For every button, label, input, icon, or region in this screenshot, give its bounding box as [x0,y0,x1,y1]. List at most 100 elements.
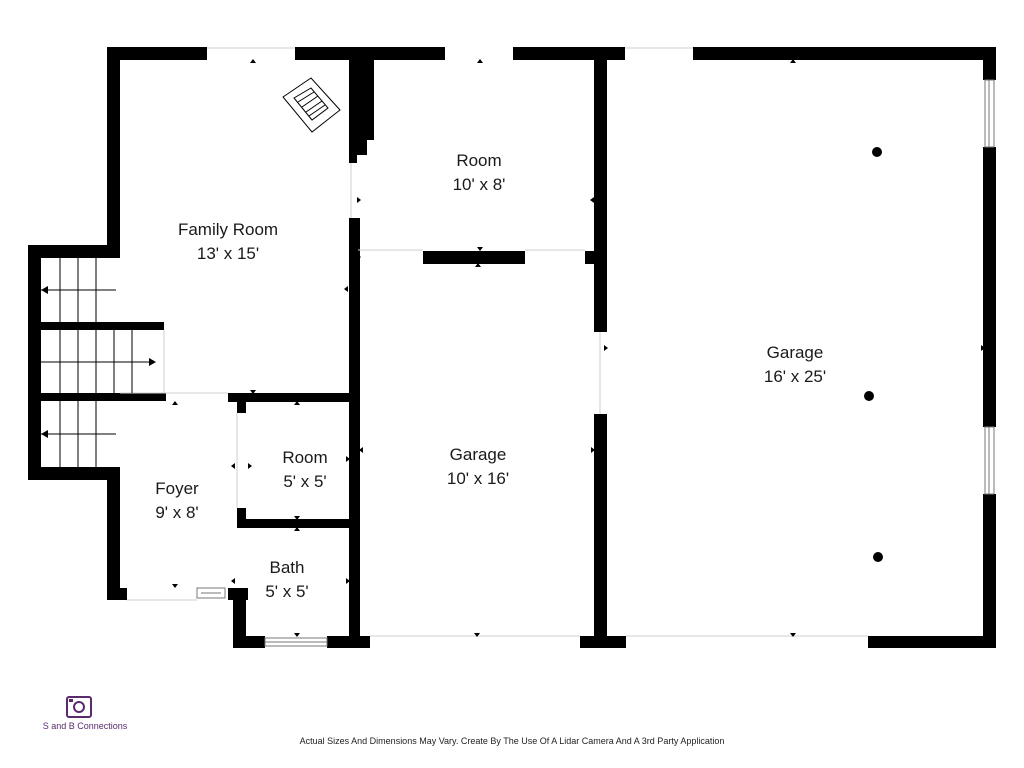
marker-icon [250,390,256,394]
posts [864,147,883,562]
room-dims-garage-large: 16' x 25' [764,367,826,386]
marker-icon [604,345,608,351]
stair-arrow-left-icon [41,286,48,294]
room-name-bath: Bath [270,558,305,577]
marker-icon [590,197,594,203]
marker-icon [357,197,361,203]
wall [28,245,120,258]
room-name-room-upper: Room [456,151,501,170]
marker-icon [359,447,363,453]
openings [196,79,995,647]
wall [594,60,607,332]
wall [228,393,358,402]
wall [107,588,127,600]
disclaimer: Actual Sizes And Dimensions May Vary. Cr… [299,736,725,746]
fireplace-icon [282,77,341,133]
wall [983,47,996,80]
marker-icon [294,516,300,520]
stair-arrow-left-icon [41,430,48,438]
wall [28,322,164,330]
marker-icon [248,463,252,469]
room-name-garage-large: Garage [767,343,824,362]
marker-icon [294,633,300,637]
wall [349,140,367,155]
wall [28,393,166,401]
room-dims-bath: 5' x 5' [265,582,308,601]
marker-icon [344,286,348,292]
post-icon [872,147,882,157]
vent [196,587,226,599]
marker-icon [474,633,480,637]
marker-icon [172,584,178,588]
wall [107,467,120,600]
opening-markers [172,59,985,637]
marker-icon [346,456,350,462]
wall [327,636,370,648]
stairs [41,258,152,467]
wall [423,251,525,264]
wall [349,60,374,140]
marker-icon [172,401,178,405]
fireplace-line [297,91,315,103]
wall [233,636,265,648]
wall [237,519,358,528]
wall [349,218,360,638]
post-icon [864,391,874,401]
marker-icon [346,578,350,584]
wall [28,467,120,480]
marker-icon [231,463,235,469]
marker-icon [294,527,300,531]
marker-icon [790,633,796,637]
walls [28,47,996,648]
brand-name: S and B Connections [42,721,128,731]
camera-lens [73,701,85,713]
wall [868,636,996,648]
marker-icon [357,254,361,260]
stair-arrow-right-icon [149,358,156,366]
marker-icon [477,59,483,63]
wall [107,47,207,60]
camera-body [66,696,92,718]
fireplace-line [305,100,323,113]
marker-icon [591,447,595,453]
post-icon [873,552,883,562]
outline [120,47,868,637]
marker-icon [790,59,796,63]
room-dims-foyer: 9' x 8' [155,503,198,522]
room-name-foyer: Foyer [155,479,199,498]
wall [983,494,996,648]
wall [237,393,246,413]
room-dims-garage-small: 10' x 16' [447,469,509,488]
room-dims-room-small: 5' x 5' [283,472,326,491]
fireplace-inner [293,87,329,121]
marker-icon [294,401,300,405]
wall [349,155,357,163]
stair-arrows [41,286,156,438]
room-dims-family-room: 13' x 15' [197,244,259,263]
marker-icon [475,263,481,267]
wall [513,47,625,60]
wall [594,414,607,648]
wall [107,47,120,252]
wall [233,588,246,648]
wall [33,322,41,402]
room-dims-room-upper: 10' x 8' [453,175,506,194]
marker-icon [231,578,235,584]
fireplace-line [301,95,319,108]
camera-flash [69,699,73,702]
wall [295,47,445,60]
fireplace-line [308,104,326,117]
room-name-garage-small: Garage [450,445,507,464]
marker-icon [981,345,985,351]
wall [693,47,996,60]
marker-icon [477,247,483,251]
room-name-room-small: Room [282,448,327,467]
camera-logo-icon [66,696,92,718]
fireplace-outer [282,77,341,133]
wall [983,147,996,427]
marker-icon [250,59,256,63]
wall [237,508,246,528]
room-name-family-room: Family Room [178,220,278,239]
room-labels: Family Room 13' x 15' Room 10' x 8' Gara… [155,151,826,601]
